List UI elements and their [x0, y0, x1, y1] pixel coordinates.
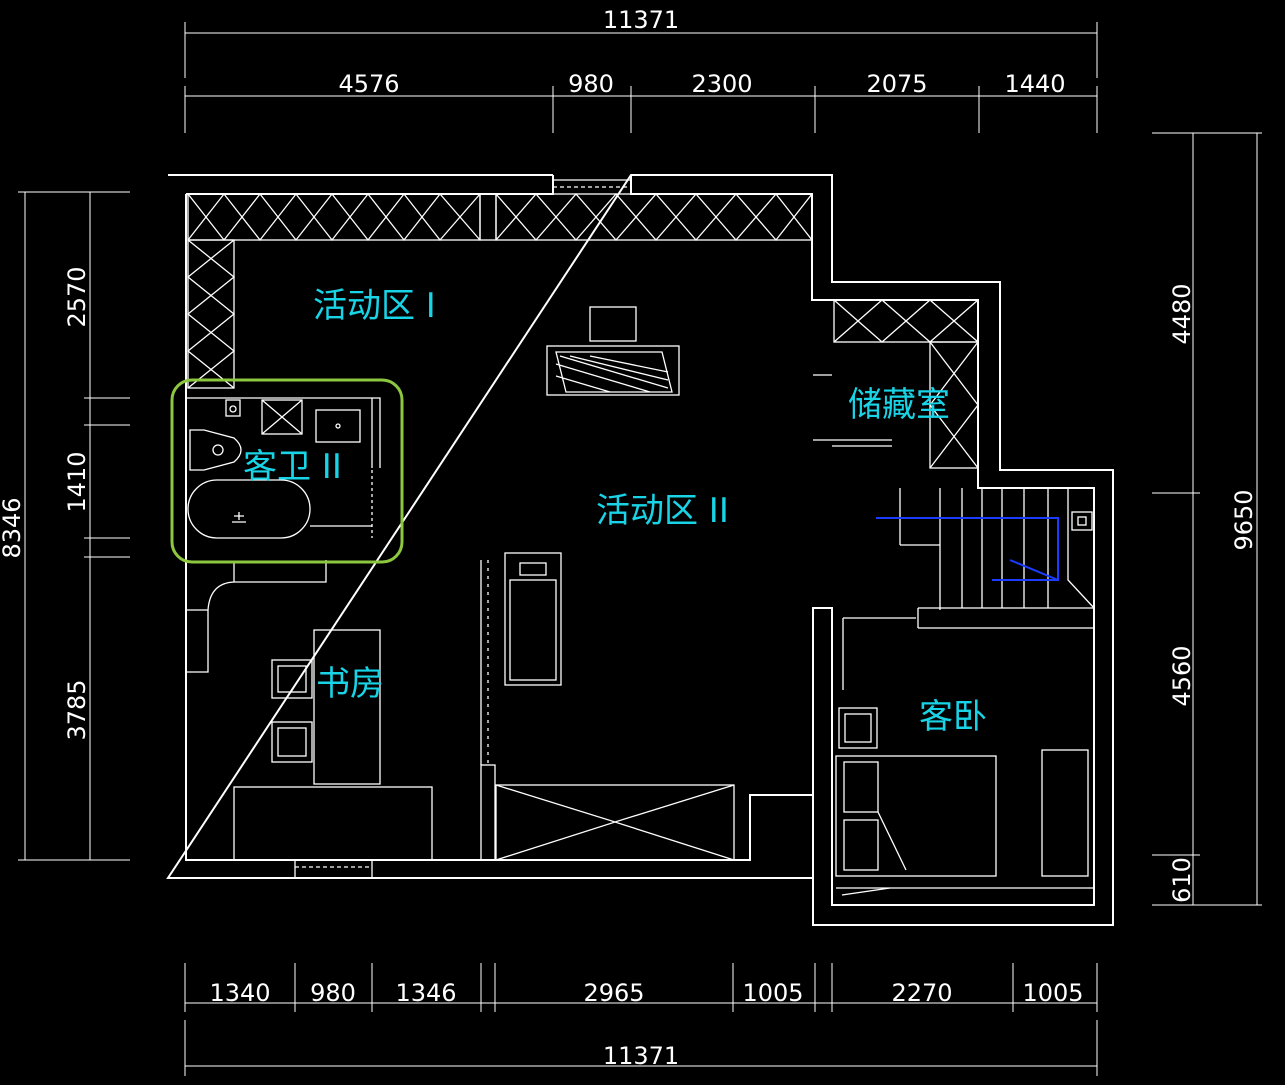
- bottom-dimension-7: 1005: [1022, 979, 1083, 1007]
- guest-bath-fixtures: [186, 397, 381, 539]
- left-dimension-2: 1410: [63, 451, 91, 512]
- right-dimension-3: 610: [1168, 857, 1196, 903]
- left-dimension-lines: [18, 191, 130, 861]
- bottom-total-dimension: 11371: [603, 1042, 679, 1070]
- bottom-dimension-4: 2965: [583, 979, 644, 1007]
- tv-console: [546, 306, 680, 396]
- bottom-dimension-1: 1340: [209, 979, 270, 1007]
- room-label-study: 书房: [316, 664, 384, 704]
- left-dimension-3: 3785: [63, 679, 91, 740]
- top-dimension-lines: [184, 22, 1098, 133]
- bottom-dimension-2: 980: [310, 979, 356, 1007]
- outer-walls: [166, 174, 1114, 926]
- room-label-storage: 储藏室: [848, 385, 950, 425]
- top-dimension-1: 4576: [338, 70, 399, 98]
- center-partition: [480, 552, 735, 861]
- left-total-dimension: 8346: [0, 497, 26, 558]
- stair-direction-arrow: [1009, 559, 1059, 581]
- study-furniture: [186, 560, 433, 878]
- room-label-activity-2: 活动区 II: [596, 491, 729, 531]
- right-dimension-1: 4480: [1168, 283, 1196, 344]
- staircase: [899, 488, 1095, 629]
- storage-shelves: [813, 299, 979, 469]
- room-label-activity-1: 活动区 I: [313, 286, 436, 326]
- top-total-dimension: 11371: [603, 6, 679, 34]
- room-label-guest-bedroom: 客卧: [919, 697, 987, 737]
- top-dimension-5: 1440: [1004, 70, 1065, 98]
- top-dimension-3: 2300: [691, 70, 752, 98]
- right-dimension-lines: [1152, 132, 1262, 906]
- bottom-dimension-3: 1346: [395, 979, 456, 1007]
- left-dimension-1: 2570: [63, 266, 91, 327]
- bottom-dimension-6: 2270: [891, 979, 952, 1007]
- top-dimension-4: 2075: [866, 70, 927, 98]
- stair-direction-line: [876, 517, 1059, 581]
- bottom-dimension-5: 1005: [742, 979, 803, 1007]
- guest-bedroom-furniture: [835, 617, 1094, 906]
- guest-bath-highlight: [170, 378, 404, 564]
- right-dimension-2: 4560: [1168, 645, 1196, 706]
- bottom-dimension-lines: [184, 963, 1098, 1076]
- room-label-guest-bath: 客卫 II: [243, 447, 342, 487]
- top-window: [553, 179, 631, 188]
- top-dimension-2: 980: [568, 70, 614, 98]
- right-total-dimension: 9650: [1230, 489, 1258, 550]
- top-wardrobe-cabinets: [186, 192, 813, 389]
